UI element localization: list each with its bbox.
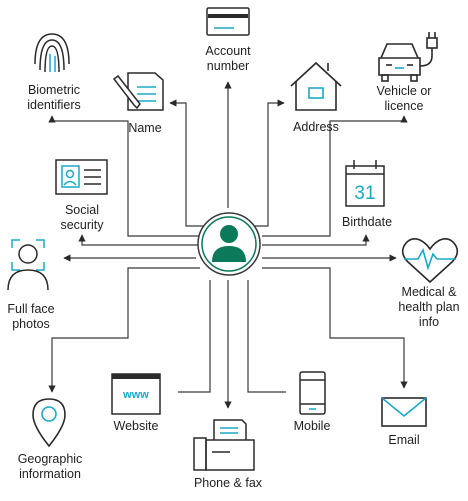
map-pin-icon xyxy=(32,398,66,448)
label-vehicle: Vehicle or licence xyxy=(376,84,432,113)
label-name: Name xyxy=(128,121,162,135)
label-phone: Phone & fax xyxy=(193,476,263,490)
person-icon xyxy=(197,212,261,276)
label-birthdate: Birthdate xyxy=(341,215,393,229)
connector-social xyxy=(78,234,198,246)
fax-machine-icon xyxy=(193,419,255,471)
connector-address xyxy=(250,99,285,227)
car-plug-icon xyxy=(378,32,438,82)
label-face: Full face photos xyxy=(7,302,55,331)
connector-birthdate xyxy=(262,234,370,246)
label-mobile: Mobile xyxy=(293,419,331,433)
credit-card-icon xyxy=(206,7,250,36)
connector-email xyxy=(262,267,408,389)
mobile-phone-icon xyxy=(299,371,326,415)
connector-mobile xyxy=(247,280,286,393)
face-scan-icon xyxy=(7,239,49,291)
document-pen-icon xyxy=(112,72,164,111)
connectors xyxy=(48,81,408,409)
www-text: www xyxy=(122,389,149,401)
browser-www-icon: www xyxy=(111,373,161,415)
label-email: Email xyxy=(388,433,420,447)
envelope-icon xyxy=(381,397,427,427)
connector-name xyxy=(169,99,208,227)
connector-geo xyxy=(48,267,200,393)
label-address: Address xyxy=(293,120,339,134)
label-social: Social security xyxy=(60,203,104,232)
fingerprint-icon xyxy=(34,33,70,73)
connector-vehicle xyxy=(262,115,408,237)
connector-biometric xyxy=(48,115,200,237)
label-biometric: Biometric identifiers xyxy=(27,83,81,112)
id-card-icon xyxy=(55,159,108,195)
label-website: Website xyxy=(113,419,159,433)
connector-website xyxy=(178,280,211,393)
calendar-icon: 31 xyxy=(345,160,385,207)
calendar-day: 31 xyxy=(354,183,375,204)
heart-pulse-icon xyxy=(401,238,459,284)
label-account: Account number xyxy=(205,44,251,73)
house-icon xyxy=(290,61,342,111)
label-geo: Geographic information xyxy=(17,452,83,481)
label-medical: Medical & health plan info xyxy=(398,285,460,329)
